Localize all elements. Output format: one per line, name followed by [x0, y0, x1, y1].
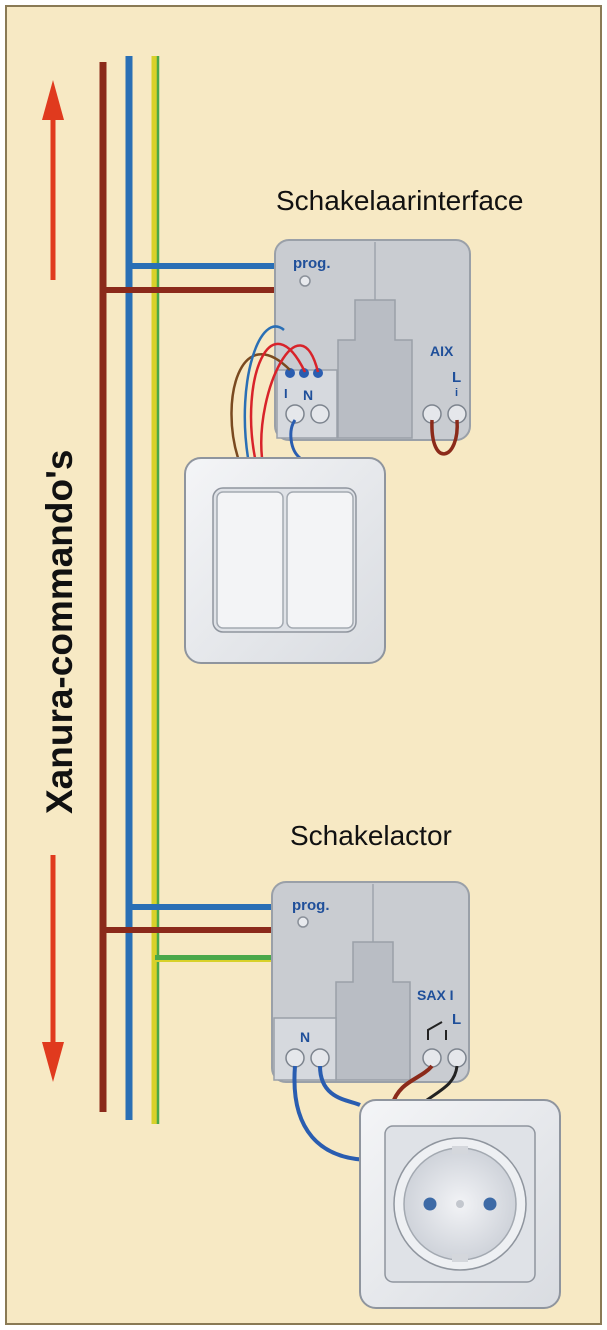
interface-prog-label: prog. [293, 255, 331, 272]
socket-pin-hole-icon [423, 1197, 437, 1211]
switch-rocker-left [216, 491, 284, 629]
switch-wire-blue [243, 325, 285, 459]
socket-wire-brown [390, 1064, 434, 1106]
interface-module: prog. I N AIX L i [274, 239, 471, 441]
arrow-up-icon [42, 80, 64, 280]
arrow-down-icon [42, 855, 64, 1082]
interface-i-label: I [284, 386, 288, 401]
actor-module: prog. N SAX I L [271, 881, 470, 1083]
contact-dot-icon [313, 368, 323, 378]
double-switch [184, 457, 386, 664]
switch-wire-red-2 [260, 344, 320, 459]
contact-dot-icon [299, 368, 309, 378]
interface-n-label: N [303, 387, 313, 403]
aux-wire-brown [430, 419, 459, 456]
screw-terminal-icon [310, 1048, 330, 1068]
switch-wire-red [249, 342, 307, 459]
interface-l-label: L [452, 369, 461, 386]
actor-n-label: N [300, 1029, 310, 1045]
screw-terminal-icon [422, 1048, 442, 1068]
interface-dot-label: i [455, 387, 458, 399]
contact-dot-icon [285, 368, 295, 378]
socket-pin-hole-icon [483, 1197, 497, 1211]
side-title: Xanura-commando's [39, 450, 80, 815]
screw-terminal-icon [285, 404, 305, 424]
prog-led-icon [297, 916, 309, 928]
interface-aux-label: AIX [430, 343, 454, 359]
wall-socket [359, 1099, 561, 1309]
socket-wire-blue [292, 1065, 373, 1162]
actor-l-label: L [452, 1011, 461, 1028]
screw-terminal-icon [447, 1048, 467, 1068]
actor-prog-label: prog. [292, 897, 330, 914]
screw-terminal-icon [285, 1048, 305, 1068]
switch-wire-brown [230, 353, 291, 459]
top-title: Schakelaarinterface [276, 185, 523, 216]
screw-terminal-icon [310, 404, 330, 424]
n-wire-blue [289, 419, 302, 460]
socket-wire-blue-2 [318, 1065, 361, 1107]
relay-contact-icon [427, 1021, 443, 1040]
actor-sax-label: SAX I [417, 987, 454, 1003]
prog-led-icon [299, 275, 311, 287]
switch-rocker-right [286, 491, 354, 629]
bottom-title: Schakelactor [290, 820, 452, 851]
